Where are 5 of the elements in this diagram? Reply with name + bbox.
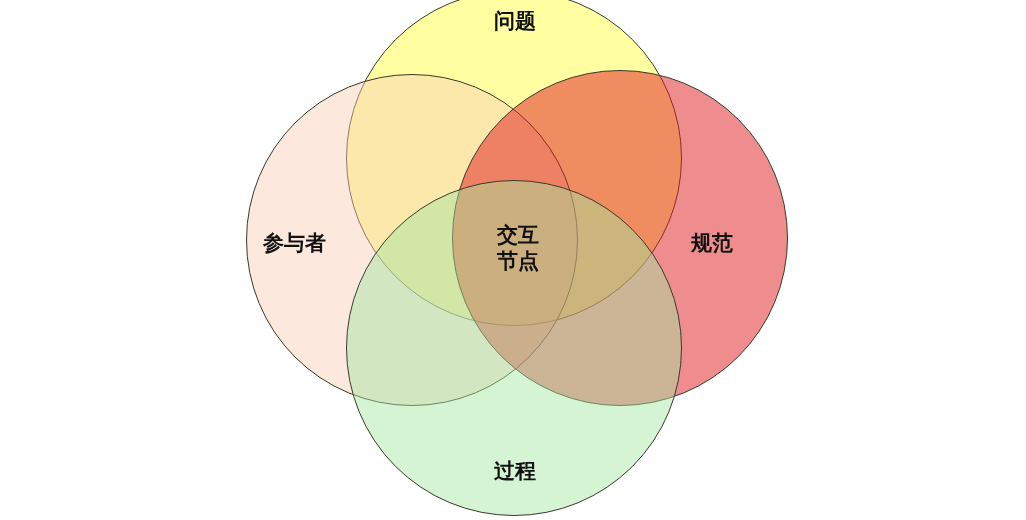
set-label: 参与者 [262,230,326,256]
set-label: 问题 [494,8,536,34]
set-label: 过程 [494,458,536,484]
intersection-label: 交互节点 [496,221,540,274]
set-label: 规范 [691,230,733,256]
